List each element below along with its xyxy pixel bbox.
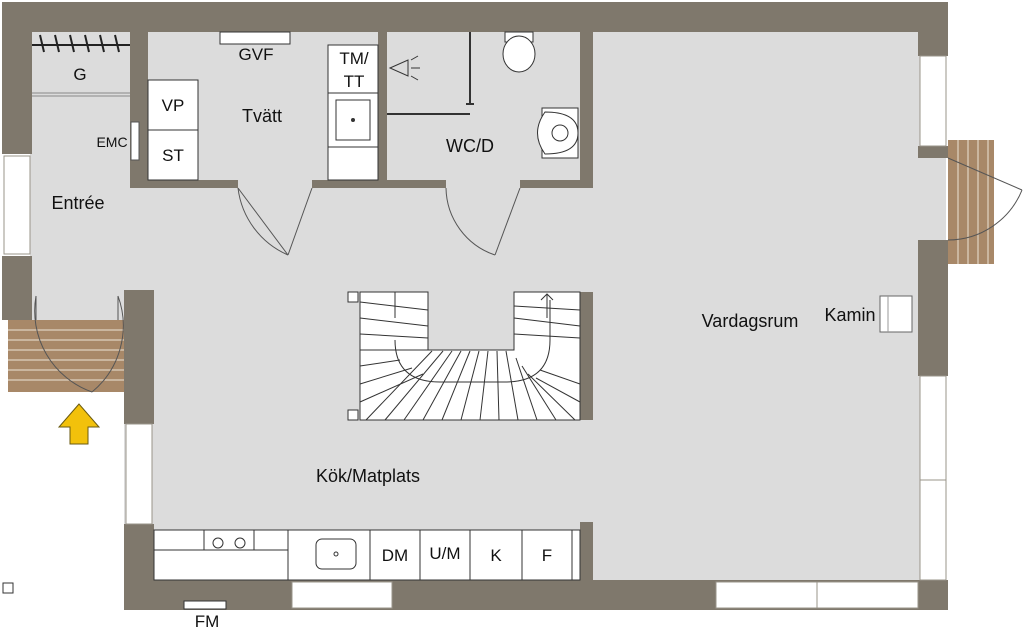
side-deck: [948, 140, 994, 264]
windows: [3, 55, 947, 609]
label-water-heater: VP: [162, 96, 185, 115]
label-microwave-shelf: FM: [195, 612, 220, 630]
door-swings: [34, 157, 1023, 393]
label-washer-dryer-2: TT: [344, 72, 365, 91]
label-electrical-cabinet: EMC: [96, 134, 127, 150]
label-fireplace: Kamin: [824, 305, 875, 325]
label-living-room: Vardagsrum: [702, 311, 799, 331]
fm-shelf: [183, 600, 227, 610]
label-floor-drain: GVF: [239, 45, 274, 64]
legend-box: [2, 582, 14, 594]
label-kitchen-dining: Kök/Matplats: [316, 466, 420, 486]
laundry-sink-drain: [351, 118, 355, 122]
entry-deck: [8, 320, 124, 392]
label-laundry: Tvätt: [242, 106, 282, 126]
electrical-cabinet: [130, 121, 140, 161]
right-door-opening: [920, 158, 946, 240]
fireplace: [879, 295, 913, 333]
shower-head-icon: [388, 55, 420, 81]
shower-area: [387, 32, 474, 115]
label-washer-dryer-1: TM/: [339, 49, 369, 68]
label-wardrobe: G: [73, 65, 86, 84]
label-fridge: K: [490, 546, 502, 565]
toilet-shower-fixtures: [502, 31, 579, 159]
label-oven-micro: U/M: [429, 544, 460, 563]
stair-treads: [347, 291, 581, 421]
label-toilet-shower: WC/D: [446, 136, 494, 156]
label-entrance: Entrée: [51, 193, 104, 213]
entrance-arrow-icon: [57, 403, 101, 445]
wardrobe: [32, 32, 130, 97]
stair-arrow-icon: [540, 293, 554, 318]
label-drying-cabinet: ST: [162, 146, 184, 165]
label-dishwasher: DM: [382, 546, 408, 565]
label-freezer: F: [542, 546, 552, 565]
kitchen-counter: [153, 529, 581, 581]
